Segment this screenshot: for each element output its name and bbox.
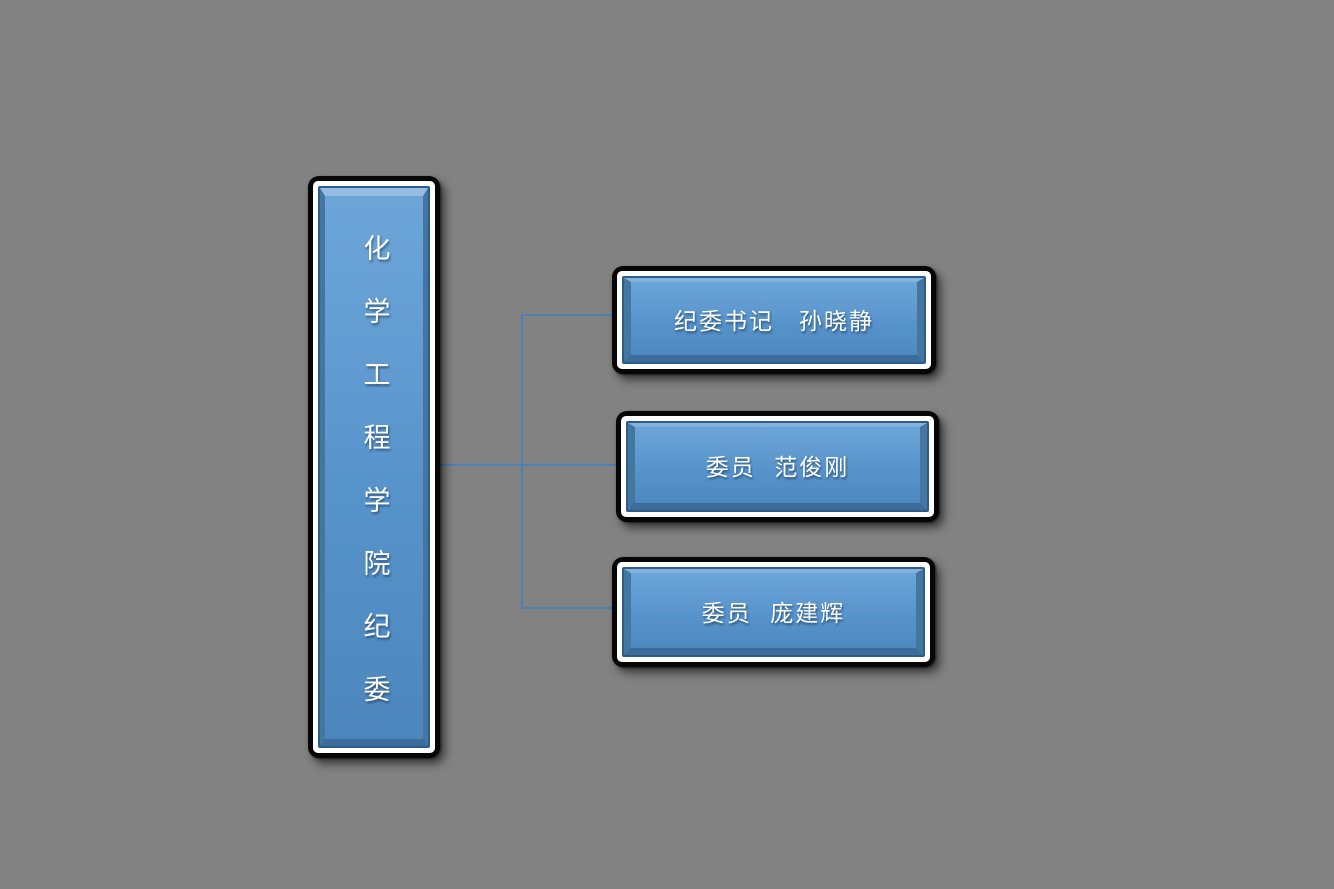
- org-member-node-fan: 委员 范俊刚: [616, 411, 939, 522]
- connector-branch-top: [522, 314, 618, 316]
- org-member-node-face: 委员 范俊刚: [628, 423, 927, 510]
- org-root-node: 化学工程学院纪委: [308, 176, 440, 758]
- org-member-node-face: 纪委书记 孙晓静: [624, 278, 924, 362]
- org-member-node-secretary: 纪委书记 孙晓静: [612, 266, 936, 374]
- connector-branch-bottom: [522, 607, 618, 609]
- org-member-node-body: 委员 庞建辉: [622, 567, 925, 657]
- org-member-node-border: 委员 庞建辉: [617, 562, 930, 662]
- org-member-node-face: 委员 庞建辉: [624, 569, 923, 655]
- org-root-node-face: 化学工程学院纪委: [320, 188, 428, 746]
- org-member-label: 纪委书记 孙晓静: [674, 308, 874, 335]
- org-member-node-border: 纪委书记 孙晓静: [617, 271, 931, 369]
- org-member-node-body: 委员 范俊刚: [626, 421, 929, 512]
- org-member-node-body: 纪委书记 孙晓静: [622, 276, 926, 364]
- org-member-node-pang: 委员 庞建辉: [612, 557, 935, 667]
- connector-root-to-spine: [434, 464, 624, 466]
- org-root-label: 化学工程学院纪委: [358, 233, 390, 738]
- org-root-node-body: 化学工程学院纪委: [318, 186, 430, 748]
- org-member-node-border: 委员 范俊刚: [621, 416, 934, 517]
- org-root-node-border: 化学工程学院纪委: [313, 181, 435, 753]
- org-member-label: 委员 庞建辉: [701, 600, 846, 627]
- connector-spine: [521, 314, 523, 609]
- org-member-label: 委员 范俊刚: [705, 455, 850, 481]
